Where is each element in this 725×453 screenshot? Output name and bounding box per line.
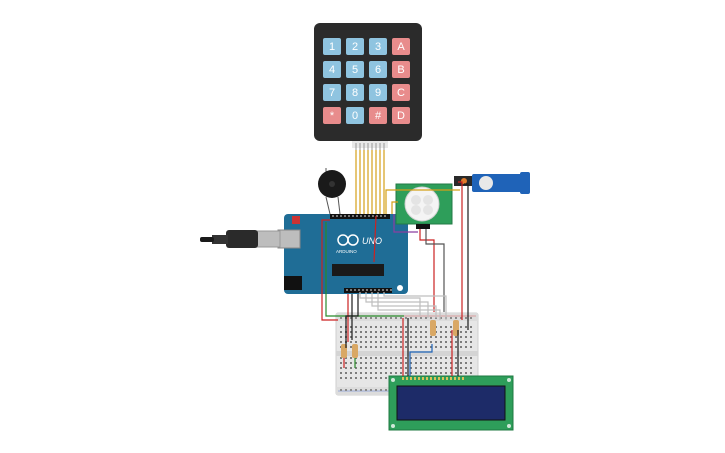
arduino-uno-board[interactable]: ARDUINO UNO	[277, 214, 408, 294]
keypad-key-label: 7	[329, 87, 335, 99]
keypad-key[interactable]: C	[392, 84, 410, 101]
keypad-key[interactable]: #	[369, 107, 387, 124]
keypad-key[interactable]: 6	[369, 61, 387, 78]
microcontroller-chip	[332, 264, 384, 276]
keypad-key[interactable]: 2	[346, 38, 364, 55]
arduino-brand-label: ARDUINO	[336, 249, 357, 254]
keypad-key-label: B	[397, 64, 404, 76]
keypad-key-label: 6	[375, 64, 381, 76]
keypad[interactable]: 1 2 3 A 4 5 6 B 7 8 9 C * 0 # D	[314, 23, 422, 150]
keypad-key-label: 0	[352, 110, 358, 122]
keypad-key[interactable]: 9	[369, 84, 387, 101]
usb-port[interactable]	[277, 229, 301, 249]
keypad-key[interactable]: 0	[346, 107, 364, 124]
arduino-model-label: UNO	[362, 236, 382, 246]
keypad-key[interactable]: B	[392, 61, 410, 78]
reset-button[interactable]	[292, 216, 300, 224]
keypad-key-label: C	[397, 87, 405, 99]
wires	[321, 150, 469, 376]
keypad-key-label: 8	[352, 87, 358, 99]
keypad-key-label: *	[330, 110, 335, 122]
keypad-key[interactable]: 3	[369, 38, 387, 55]
resistor[interactable]	[352, 344, 358, 358]
keypad-key-label: 9	[375, 87, 381, 99]
lcd-16x2-display[interactable]	[388, 375, 514, 431]
keypad-key-label: #	[375, 110, 382, 122]
keypad-key-label: 3	[375, 41, 381, 53]
pir-motion-sensor[interactable]	[395, 183, 453, 229]
resistor[interactable]	[430, 320, 436, 336]
keypad-key-label: 5	[352, 64, 358, 76]
keypad-key[interactable]: 7	[323, 84, 341, 101]
keypad-key[interactable]: 4	[323, 61, 341, 78]
keypad-key[interactable]: A	[392, 38, 410, 55]
keypad-key[interactable]: 5	[346, 61, 364, 78]
keypad-key[interactable]: *	[323, 107, 341, 124]
keypad-key-label: 1	[329, 41, 335, 53]
keypad-key-label: A	[397, 41, 405, 53]
usb-cable[interactable]	[200, 230, 281, 248]
keypad-key[interactable]: 8	[346, 84, 364, 101]
keypad-key[interactable]: D	[392, 107, 410, 124]
keypad-key-label: 2	[352, 41, 358, 53]
keypad-key-label: 4	[329, 64, 335, 76]
keypad-ribbon-cable	[355, 143, 385, 150]
micro-servo[interactable]	[454, 172, 530, 194]
piezo-buzzer[interactable]	[318, 168, 346, 215]
keypad-key-label: D	[397, 110, 405, 122]
keypad-key[interactable]: 1	[323, 38, 341, 55]
power-jack[interactable]	[284, 276, 302, 290]
